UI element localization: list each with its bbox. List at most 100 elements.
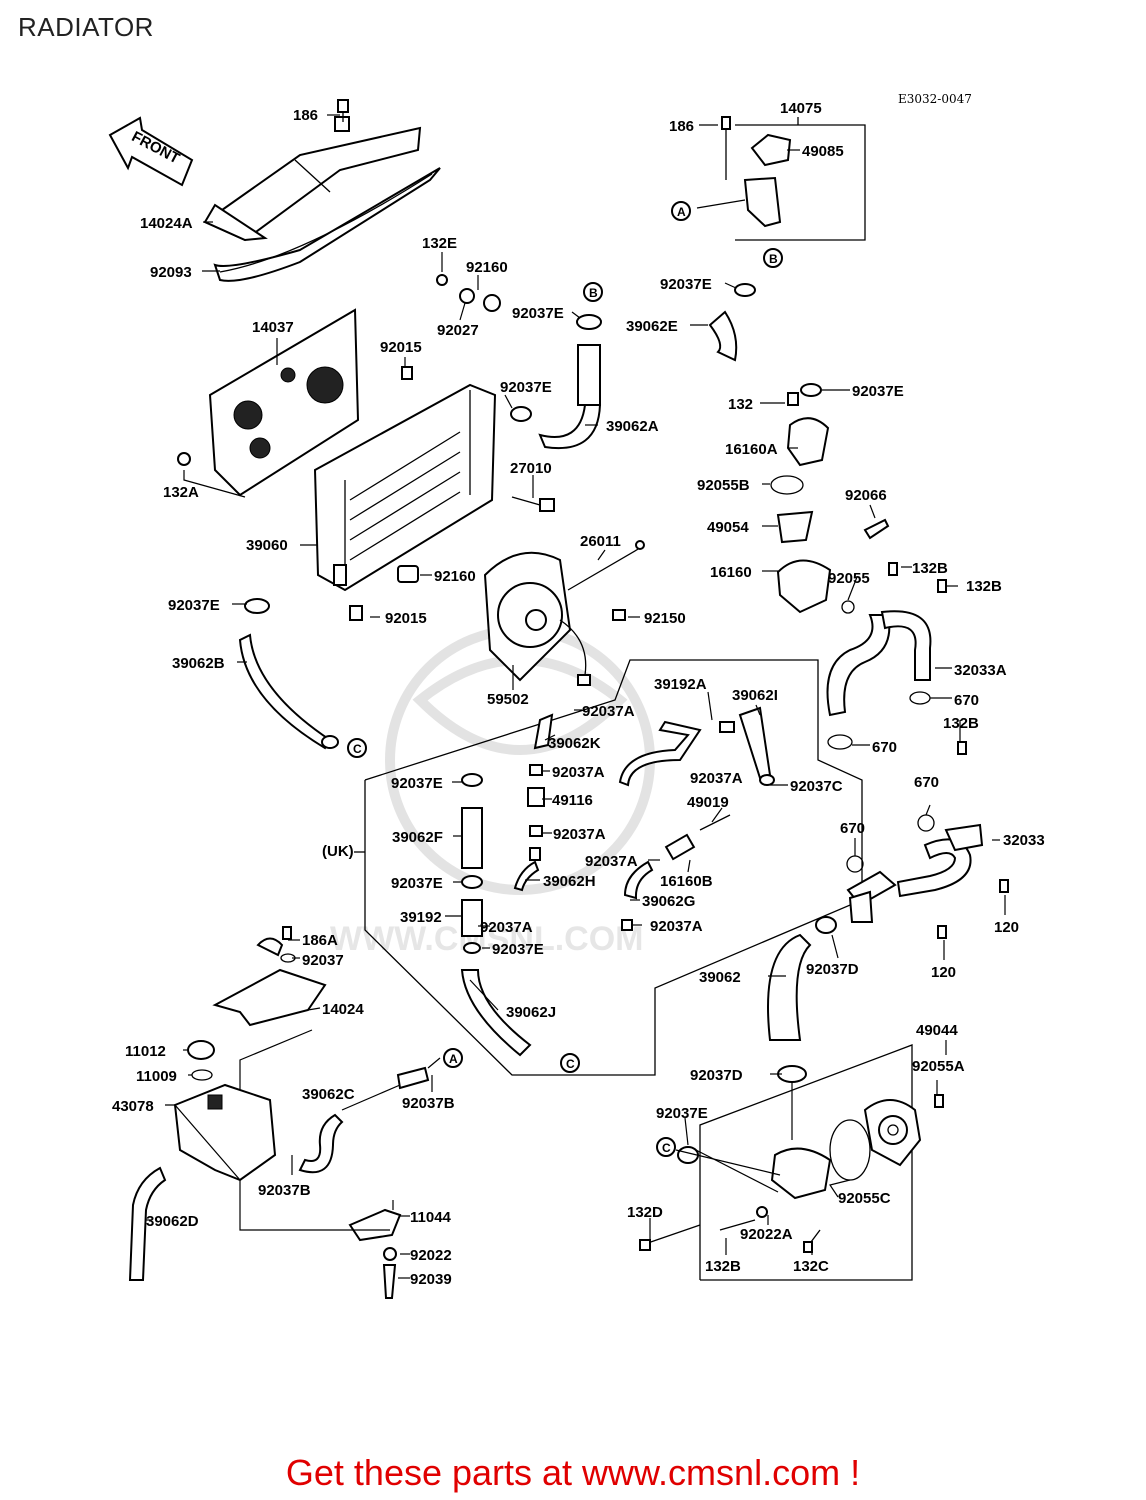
ref-c-icon: C [662, 1141, 671, 1155]
part-label: 92037A [585, 853, 638, 870]
ref-c-icon: C [353, 742, 362, 756]
part-label: 14024A [140, 215, 193, 232]
part-label: 49019 [687, 794, 729, 811]
footer-banner[interactable]: Get these parts at www.cmsnl.com ! [285, 1452, 861, 1493]
part-label: 49044 [916, 1022, 958, 1039]
part-label: 49085 [802, 143, 844, 160]
part-label: 92055 [828, 570, 870, 587]
part-label: 92015 [380, 339, 422, 356]
water-pump-49044 [639, 1044, 944, 1281]
hose-39062b [238, 598, 339, 750]
part-label: 186 [293, 107, 318, 124]
part-label: 92039 [410, 1271, 452, 1288]
part-label: 92037E [660, 276, 712, 293]
ref-a-icon: A [677, 205, 686, 219]
front-arrow-icon: FRONT [108, 116, 194, 187]
part-label: 132B [943, 715, 979, 732]
leader-lines [146, 114, 1006, 1279]
thermostat-housing [770, 392, 947, 614]
part-label: 39192A [654, 676, 707, 693]
part-label: 16160 [710, 564, 752, 581]
part-label: 14037 [252, 319, 294, 336]
part-label: 16160A [725, 441, 778, 458]
part-label: 11009 [136, 1068, 177, 1085]
part-label: 26011 [580, 533, 621, 550]
part-label: 39062D [146, 1213, 199, 1230]
part-label: 120 [931, 964, 956, 981]
part-label: 92055C [838, 1190, 891, 1207]
part-label: 132E [422, 235, 457, 252]
part-label: 92022 [410, 1247, 452, 1264]
ref-b-icon: B [769, 252, 778, 266]
part-label: 49116 [552, 792, 593, 809]
part-label: 670 [914, 774, 939, 791]
part-label: 14075 [780, 100, 822, 117]
part-label: 92037E [168, 597, 220, 614]
uk-subassembly-outline: (UK) [322, 659, 863, 1076]
part-label: 16160B [660, 873, 713, 890]
part-label: 32033 [1003, 832, 1045, 849]
part-label: 92037C [790, 778, 843, 795]
part-label: 11012 [125, 1043, 166, 1060]
part-label: 92037B [258, 1182, 311, 1199]
part-label: 39062 [699, 969, 741, 986]
part-label: 92027 [437, 322, 479, 339]
radiator-screen-14037 [208, 308, 360, 497]
part-label: 186A [302, 932, 338, 949]
part-label: 132A [163, 484, 199, 501]
part-label: 92037D [806, 961, 859, 978]
small-hardware-top-left [177, 99, 645, 621]
part-label: 92160 [434, 568, 476, 585]
part-labels: 186 14024A 92093 132E 92160 92027 92037E… [112, 100, 1045, 1288]
part-label: 92037E [656, 1105, 708, 1122]
pipe-32033a [826, 610, 967, 755]
part-label: 120 [994, 919, 1019, 936]
part-label: 670 [954, 692, 979, 709]
part-label: 92055A [912, 1058, 965, 1075]
part-label: 92066 [845, 487, 887, 504]
part-label: 92037A [650, 918, 703, 935]
fan-59502 [483, 551, 591, 686]
part-label: 92150 [644, 610, 686, 627]
part-label: 32033A [954, 662, 1007, 679]
part-label: 39062F [392, 829, 443, 846]
part-label: 39062I [732, 687, 778, 704]
part-label: 14024 [322, 1001, 364, 1018]
part-label: 132B [912, 560, 948, 577]
part-label: 132D [627, 1204, 663, 1221]
part-label: 39062C [302, 1086, 355, 1103]
part-label: 132B [966, 578, 1002, 595]
part-label: 92037A [480, 919, 533, 936]
ref-a-icon: A [449, 1052, 458, 1066]
part-label: 39062E [626, 318, 678, 335]
part-label: 39062A [606, 418, 659, 435]
part-label: 132C [793, 1258, 829, 1275]
part-label: 92037E [852, 383, 904, 400]
part-label: 92055B [697, 477, 750, 494]
part-label: 132B [705, 1258, 741, 1275]
part-label: 92037 [302, 952, 344, 969]
ref-b-icon: B [589, 286, 598, 300]
part-label: 39062J [506, 1004, 556, 1021]
part-label: 92093 [150, 264, 192, 281]
hose-39062a-and-pipe [510, 314, 602, 450]
pipe-32033 [846, 814, 1009, 939]
part-label: 132 [728, 396, 753, 413]
reservoir-tank-43078 [128, 926, 430, 1299]
part-label: 43078 [112, 1098, 154, 1115]
reference-markers: A B B C C A C [347, 201, 783, 1157]
radiator-core-39060 [313, 383, 497, 592]
part-label: 670 [872, 739, 897, 756]
part-label: 11044 [410, 1209, 452, 1226]
part-label: 39062K [548, 735, 601, 752]
part-label: 39060 [246, 537, 288, 554]
part-label: 39192 [400, 909, 442, 926]
radiator-cover-14024a [202, 116, 422, 242]
hose-39062 [767, 916, 837, 1041]
part-label: 92037A [553, 826, 606, 843]
part-label: 92037A [582, 703, 635, 720]
part-label: 92037E [391, 875, 443, 892]
part-label: 92037D [690, 1067, 743, 1084]
page-title: RADIATOR [18, 12, 154, 42]
